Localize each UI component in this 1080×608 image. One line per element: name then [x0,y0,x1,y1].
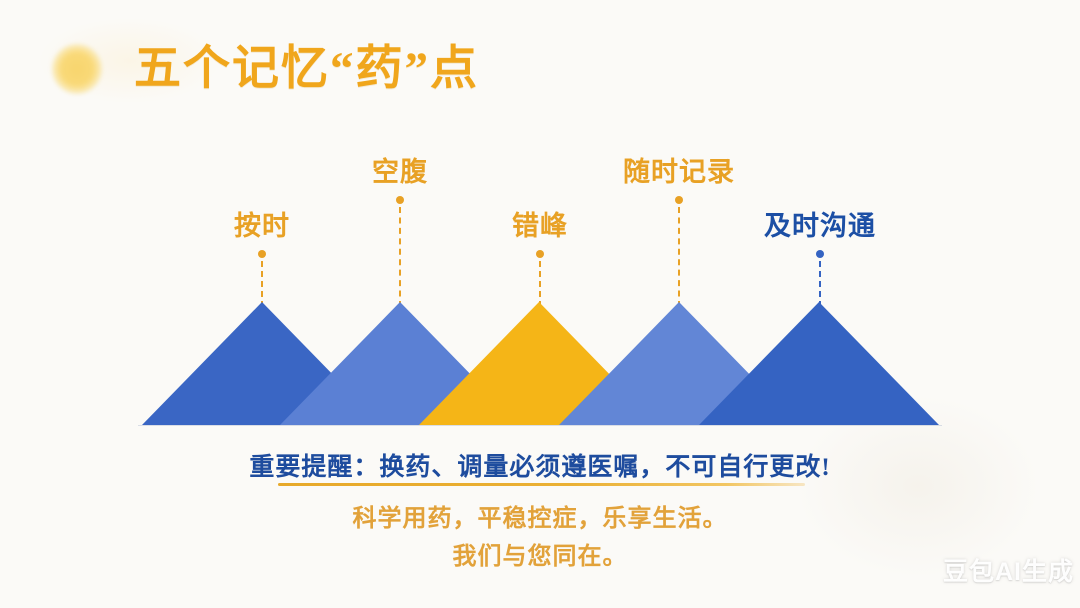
watermark: 豆包AI生成 [942,558,1074,586]
peak-label-2: 空腹 [372,157,428,187]
callout-dot-4 [675,196,683,204]
peak-callout-1: 按时 [234,204,290,307]
mountain-baseline [138,425,942,426]
sun-icon [52,44,102,94]
dotted-connector-1 [261,261,263,307]
dotted-connector-2 [399,207,401,307]
callout-dot-1 [258,250,266,258]
dotted-connector-5 [819,261,821,307]
peak-label-4: 随时记录 [623,157,735,187]
reminder-text: 重要提醒：换药、调量必须遵医嘱，不可自行更改! [249,454,831,481]
tagline-text: 科学用药，平稳控症，乐享生活。 [352,506,728,532]
peak-callout-5: 及时沟通 [764,204,876,307]
peak-label-5: 及时沟通 [764,211,876,241]
peak-label-1: 按时 [234,211,290,241]
peak-callout-2: 空腹 [372,150,428,307]
peak-callout-3: 错峰 [512,204,568,307]
callout-dot-3 [536,250,544,258]
dotted-connector-4 [678,207,680,307]
callout-dot-2 [396,196,404,204]
callout-dot-5 [816,250,824,258]
peak-label-3: 错峰 [512,211,568,241]
closing-text: 我们与您同在。 [452,544,628,570]
peak-callout-4: 随时记录 [623,150,735,307]
dotted-connector-3 [539,261,541,307]
divider-line [278,483,805,486]
slide-title: 五个记忆“药”点 [134,43,479,95]
